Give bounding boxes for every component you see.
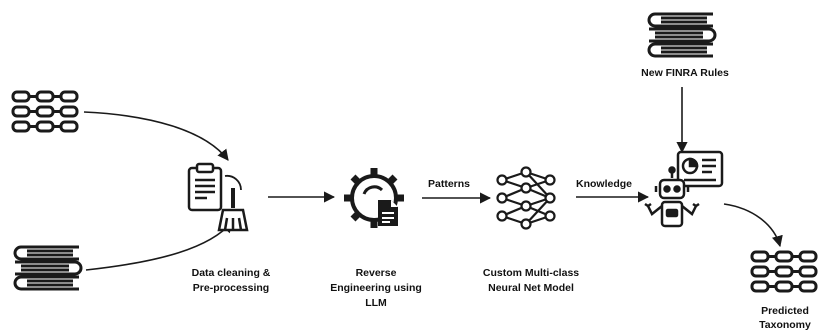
taxonomy-tree-icon bbox=[750, 250, 818, 293]
knowledge-edge-label: Knowledge bbox=[576, 178, 633, 190]
arrow-taxonomy-to-cleaning bbox=[83, 111, 229, 161]
predicted-taxonomy-label: Predicted Taxonomy bbox=[759, 305, 811, 331]
clipboard-broom-icon bbox=[187, 162, 249, 232]
cleaning-label: Data cleaning & Pre-processing bbox=[191, 267, 271, 294]
robot-dashboard-icon bbox=[644, 150, 724, 228]
neural-network-icon bbox=[496, 166, 556, 230]
neural-net-label: Custom Multi-class Neural Net Model bbox=[482, 267, 580, 294]
patterns-edge-label: Patterns bbox=[428, 178, 471, 190]
taxonomy-tree-icon bbox=[11, 90, 79, 133]
arrow-books-to-cleaning bbox=[85, 221, 233, 271]
reverse-engineering-label: Reverse Engineering using LLM bbox=[330, 267, 422, 309]
gear-document-icon bbox=[344, 168, 404, 228]
arrow-robot-to-taxonomy bbox=[723, 203, 783, 248]
book-stack-icon bbox=[647, 12, 717, 58]
new-finra-rules-label: New FINRA Rules bbox=[641, 67, 729, 79]
book-stack-icon bbox=[13, 245, 83, 291]
